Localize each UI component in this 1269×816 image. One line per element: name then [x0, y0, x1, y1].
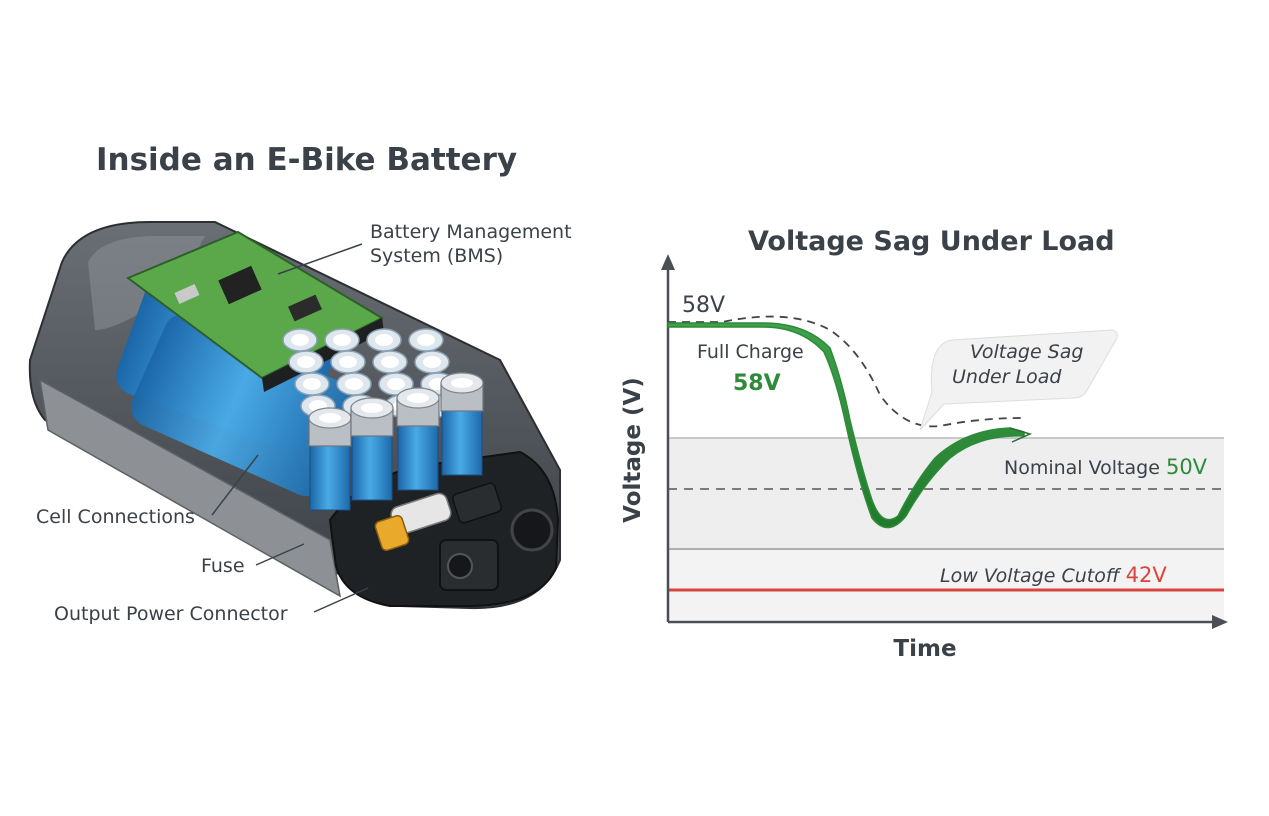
output-connector-label: Output Power Connector	[54, 587, 369, 625]
front-cell	[396, 387, 440, 491]
nominal-value: 50V	[1166, 455, 1208, 479]
lower-band	[668, 550, 1224, 620]
bms-component	[174, 284, 200, 304]
output-connector-text: Output Power Connector	[54, 603, 288, 625]
full-charge-label: Full Charge	[697, 341, 804, 363]
full-charge-value: 58V	[733, 371, 781, 396]
output-connector	[374, 482, 554, 591]
nominal-label-text: Nominal Voltage	[1004, 457, 1160, 479]
cell-top	[330, 350, 366, 374]
battery-illustration	[28, 221, 561, 610]
sag-callout-line2: Under Load	[952, 366, 1062, 388]
sag-curve-end-arrow	[1009, 427, 1033, 443]
cell-top	[282, 328, 318, 352]
battery-title: Inside an E-Bike Battery	[96, 142, 517, 178]
output-connector-leader	[313, 587, 369, 613]
cell-top	[288, 350, 324, 374]
fuse-leader	[255, 543, 305, 566]
cell-connections-leader	[211, 454, 259, 516]
fuse-text: Fuse	[201, 555, 245, 577]
bms-label-line2: System (BMS)	[370, 245, 503, 267]
fuse-holder	[451, 482, 503, 524]
bms-chip-small	[288, 294, 322, 322]
cell-top	[294, 372, 330, 396]
front-cells	[308, 372, 484, 511]
fuse-label: Fuse	[201, 543, 305, 577]
voltage-panel: Voltage Sag Under Load 58V Full Charge 5…	[620, 226, 1228, 662]
cell-connections-label: Cell Connections	[36, 454, 259, 528]
cutoff-label: Low Voltage Cutoff 42V	[940, 563, 1167, 587]
sag-callout-bubble	[919, 329, 1118, 431]
cell-top	[324, 328, 360, 352]
cell-top	[414, 350, 450, 374]
sag-callout-line1: Voltage Sag	[970, 341, 1083, 363]
x-axis-arrow	[1212, 615, 1228, 629]
bms-chip	[218, 265, 262, 305]
cutoff-label-text: Low Voltage Cutoff	[940, 565, 1122, 587]
connector-plug	[374, 514, 410, 552]
bms-label-line1: Battery Management	[370, 221, 572, 243]
x-axis-label: Time	[893, 636, 956, 662]
front-cell	[440, 372, 484, 476]
bms-leader-line	[277, 243, 363, 275]
cell-connections-text: Cell Connections	[36, 506, 195, 528]
battery-panel: Inside an E-Bike Battery	[28, 142, 572, 625]
connector-pin-socket	[447, 553, 473, 579]
nominal-label: Nominal Voltage 50V	[1004, 455, 1208, 479]
cell-top	[372, 350, 408, 374]
cell-top	[408, 328, 444, 352]
bms-label: Battery Management System (BMS)	[277, 221, 572, 275]
voltage-title: Voltage Sag Under Load	[748, 226, 1115, 257]
cell-top	[336, 372, 372, 396]
y-axis-label: Voltage (V)	[620, 377, 646, 523]
y-axis-arrow	[661, 254, 675, 270]
cell-top	[366, 328, 402, 352]
connector-round-port	[510, 508, 554, 552]
start-value-label: 58V	[682, 293, 725, 318]
front-cell	[308, 407, 352, 511]
front-cell	[350, 397, 394, 501]
cell-row-front	[131, 313, 359, 497]
unloaded-voltage-curve	[668, 315, 1023, 428]
cutoff-value: 42V	[1126, 563, 1168, 587]
